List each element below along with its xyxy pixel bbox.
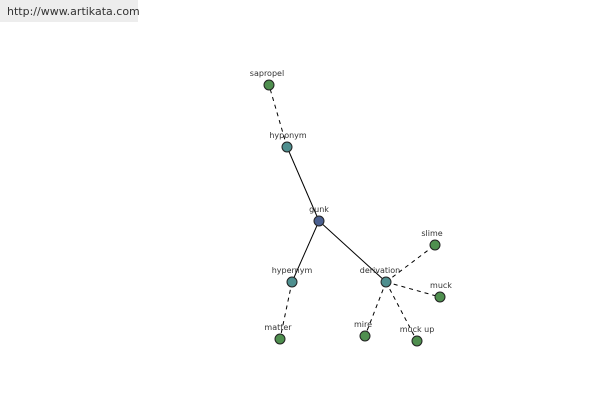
edge-hypernym-matter	[279, 281, 293, 340]
node-derivation[interactable]: derivation	[360, 266, 400, 288]
node-hypernym-label: hypernym	[272, 266, 313, 275]
node-matter-dot[interactable]	[274, 333, 286, 345]
node-slime-dot[interactable]	[429, 239, 441, 251]
site-url-link[interactable]: http://www.artikata.com	[7, 5, 140, 18]
edge-derivation-slime	[385, 244, 436, 283]
node-gunk-label: gunk	[309, 205, 329, 214]
node-mire-dot[interactable]	[359, 330, 371, 342]
node-sapropel[interactable]: sapropel	[250, 69, 284, 91]
node-gunk[interactable]: gunk	[309, 205, 329, 227]
graph-edges	[268, 84, 441, 342]
node-muck-up[interactable]: muck up	[400, 325, 435, 347]
edge-gunk-hyponym	[286, 146, 320, 222]
edge-gunk-hypernym	[291, 220, 320, 283]
edge-derivation-mire	[364, 281, 387, 337]
node-mire-label: mire	[354, 320, 372, 329]
edge-gunk-derivation	[318, 220, 387, 283]
node-slime-label: slime	[421, 229, 442, 238]
edge-hyponym-sapropel	[268, 84, 288, 148]
node-mire[interactable]: mire	[354, 320, 372, 342]
node-sapropel-label: sapropel	[250, 69, 284, 78]
node-muck[interactable]: muck	[430, 281, 452, 303]
node-hypernym-dot[interactable]	[286, 276, 298, 288]
node-muck-up-label: muck up	[400, 325, 435, 334]
node-hypernym[interactable]: hypernym	[272, 266, 313, 288]
node-hyponym[interactable]: hyponym	[269, 131, 307, 153]
node-matter-label: matter	[264, 323, 292, 332]
url-bar: http://www.artikata.com	[0, 0, 140, 22]
node-muck-dot[interactable]	[434, 291, 446, 303]
node-hyponym-label: hyponym	[269, 131, 307, 140]
node-matter[interactable]: matter	[264, 323, 292, 345]
node-muck-label: muck	[430, 281, 452, 290]
node-muck-up-dot[interactable]	[411, 335, 423, 347]
node-gunk-dot[interactable]	[313, 215, 325, 227]
edge-derivation-muck	[385, 281, 441, 298]
node-derivation-label: derivation	[360, 266, 400, 275]
edge-derivation-muck-up	[385, 281, 418, 342]
node-hyponym-dot[interactable]	[281, 141, 293, 153]
node-sapropel-dot[interactable]	[263, 79, 275, 91]
node-derivation-dot[interactable]	[380, 276, 392, 288]
node-slime[interactable]: slime	[421, 229, 443, 251]
graph-nodes: gunk hyponym hypernym derivation sapropel mat…	[250, 69, 452, 347]
